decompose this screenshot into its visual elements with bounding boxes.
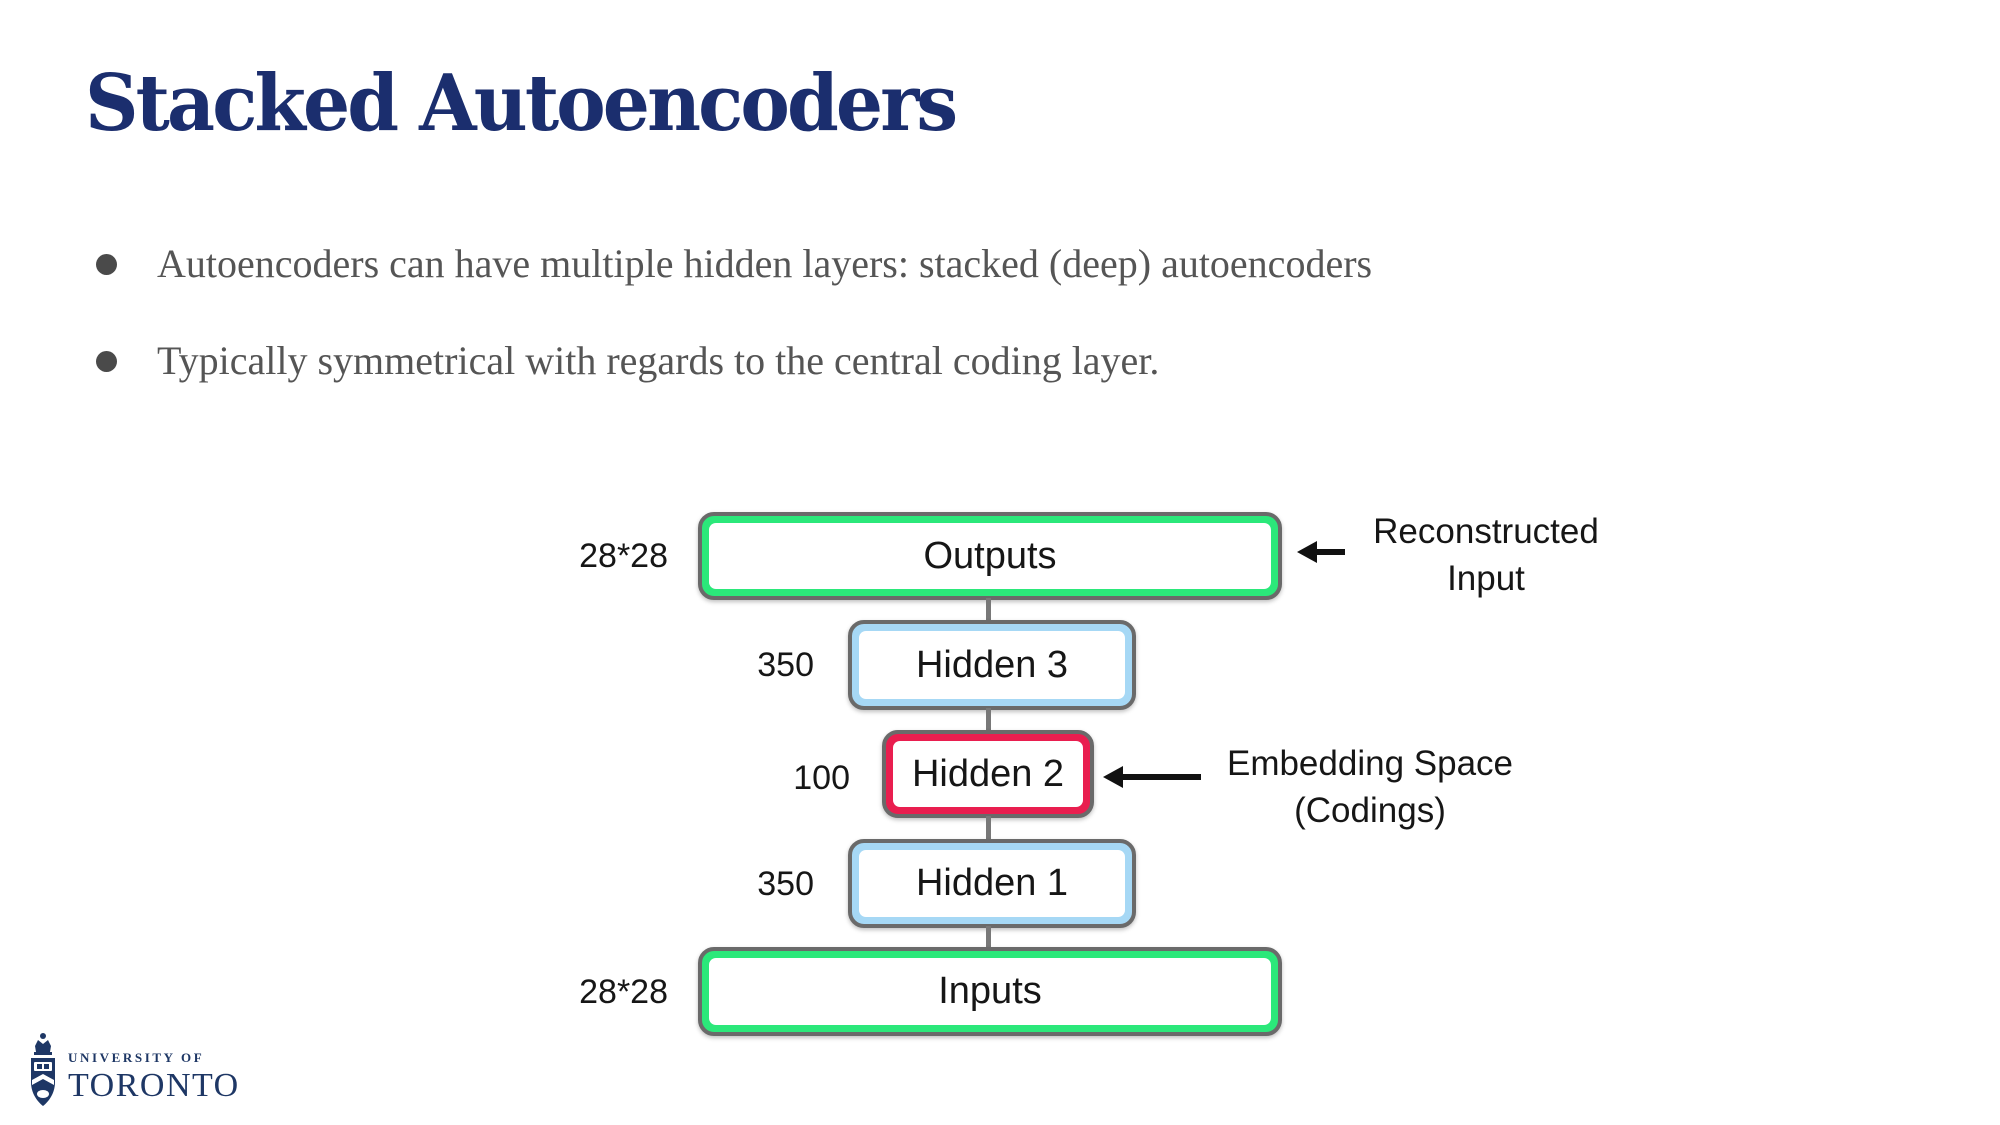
bullet-dot-icon [96, 351, 117, 372]
layer-box-hidden3: Hidden 3 [848, 620, 1136, 710]
page-title: Stacked Autoencoders [85, 58, 958, 149]
layer-box-hidden1: Hidden 1 [848, 839, 1136, 928]
size-label-inputs: 28*28 [579, 973, 668, 1011]
annotation-reconstructed-input: Reconstructed Input [1326, 508, 1646, 602]
layer-box-inputs: Inputs [698, 947, 1282, 1036]
layer-label-hidden2: Hidden 2 [911, 752, 1065, 795]
uoft-logo-line2: TORONTO [68, 1067, 240, 1104]
annotation-line: Input [1447, 559, 1525, 598]
connector-hidden3-hidden2 [986, 708, 991, 732]
bullet-text: Typically symmetrical with regards to th… [157, 338, 1160, 383]
uoft-logo-line1: UNIVERSITY OF [68, 1050, 205, 1065]
connector-hidden2-hidden1 [986, 816, 991, 841]
bullet-item: Typically symmetrical with regards to th… [88, 337, 1848, 385]
layer-label-inputs: Inputs [938, 970, 1042, 1012]
size-label-hidden2: 100 [793, 759, 850, 797]
bullet-dot-icon [96, 254, 117, 275]
bullet-list: Autoencoders can have multiple hidden la… [88, 240, 1848, 434]
size-label-hidden1: 350 [757, 865, 814, 903]
annotation-line: Embedding Space [1226, 744, 1514, 783]
size-label-outputs: 28*28 [579, 537, 668, 575]
bullet-text: Autoencoders can have multiple hidden la… [157, 241, 1373, 286]
bullet-item: Autoencoders can have multiple hidden la… [88, 240, 1848, 288]
university-of-toronto-logo: UNIVERSITY OF TORONTO [26, 1032, 240, 1112]
layer-label-outputs: Outputs [923, 534, 1057, 577]
connector-hidden1-inputs [986, 926, 991, 949]
layer-label-hidden1: Hidden 1 [915, 862, 1069, 904]
arrow-embedding-space-icon [1103, 766, 1201, 788]
arrow-reconstructed-input-icon [1297, 541, 1345, 563]
annotation-line: Reconstructed [1373, 512, 1599, 551]
annotation-embedding-space: Embedding Space (Codings) [1210, 740, 1530, 834]
layer-box-hidden2: Hidden 2 [882, 730, 1094, 818]
layer-label-hidden3: Hidden 3 [915, 643, 1069, 686]
uoft-crest-icon [31, 1033, 55, 1106]
layer-box-outputs: Outputs [698, 512, 1282, 600]
uoft-logo-text: UNIVERSITY OF TORONTO [68, 1050, 240, 1105]
connector-outputs-hidden3 [986, 598, 991, 622]
size-label-hidden3: 350 [757, 646, 814, 684]
annotation-line: (Codings) [1294, 791, 1446, 830]
